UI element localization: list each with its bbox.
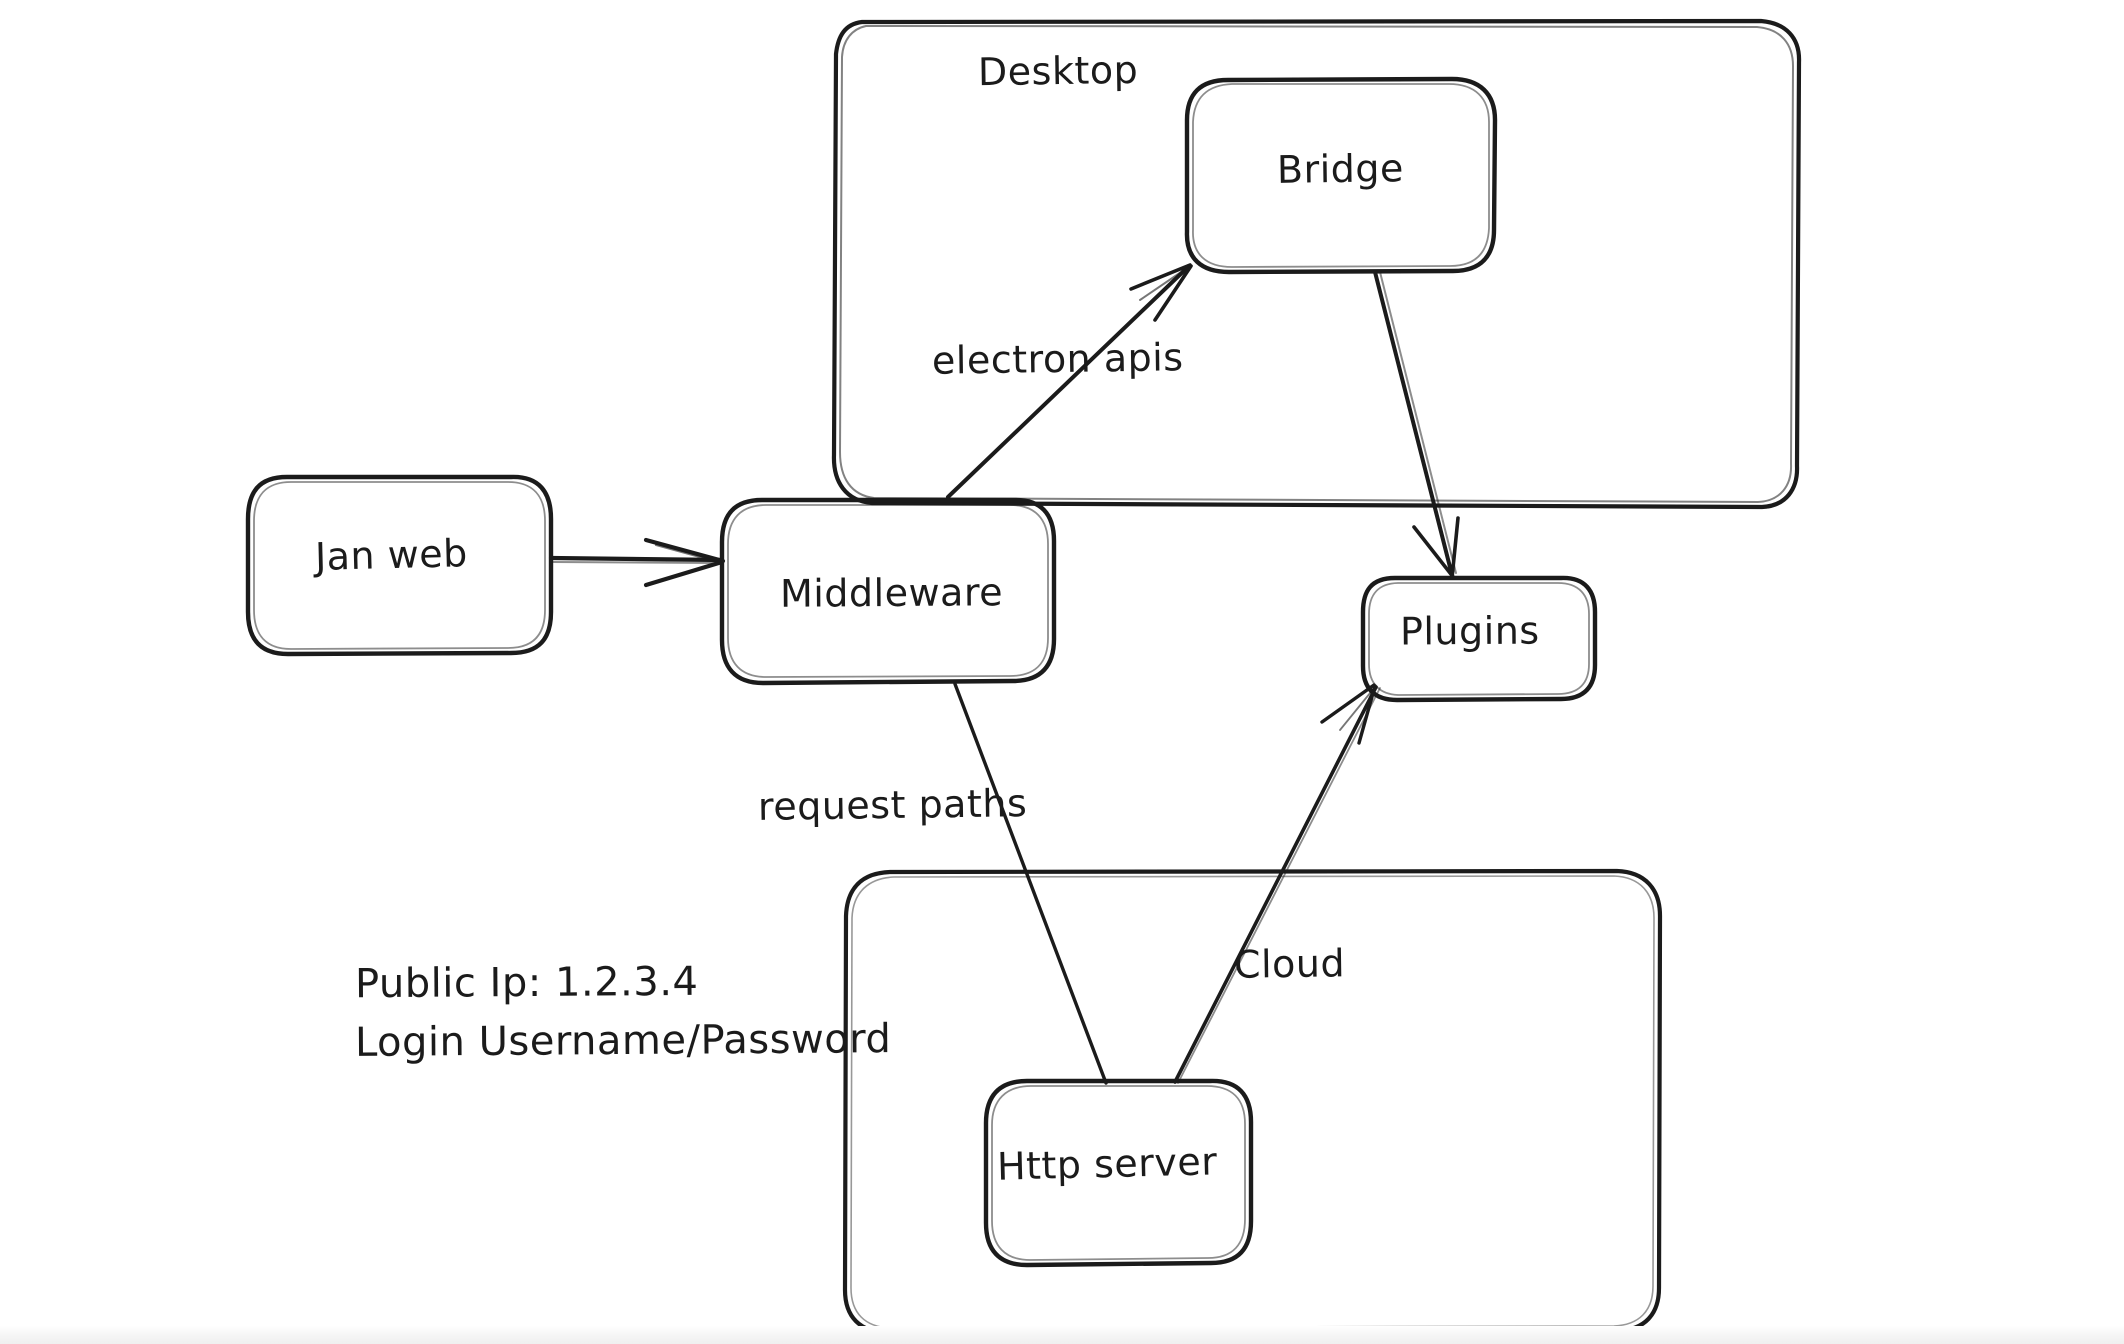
edge-label-request-paths: request paths xyxy=(757,781,1028,829)
node-jan-web-outline xyxy=(245,474,554,657)
node-label-http-server[interactable]: Http server xyxy=(996,1139,1218,1189)
edge-middleware-to-bridge xyxy=(946,263,1193,499)
node-label-middleware[interactable]: Middleware xyxy=(779,570,1004,616)
node-plugins-outline xyxy=(1360,575,1598,703)
edge-middleware-to-http-server xyxy=(953,682,1108,1085)
edge-bridge-to-plugins xyxy=(1373,270,1460,580)
node-label-plugins[interactable]: Plugins xyxy=(1399,608,1540,654)
edge-label-cloud: Cloud xyxy=(1233,941,1346,987)
node-label-jan-web[interactable]: Jan web xyxy=(314,531,469,579)
edge-janweb-to-middleware xyxy=(548,537,726,588)
node-middleware-outline xyxy=(719,497,1057,686)
note-login: Login Username/Password xyxy=(354,1016,892,1066)
node-bridge-outline xyxy=(1184,76,1498,275)
group-label-desktop: Desktop xyxy=(977,47,1139,95)
node-http-server-outline xyxy=(983,1078,1254,1268)
group-desktop-outline xyxy=(831,18,1802,510)
edge-http-server-to-plugins xyxy=(1173,683,1381,1084)
note-public-ip: Public Ip: 1.2.3.4 xyxy=(354,958,699,1008)
group-cloud-outline xyxy=(842,868,1663,1336)
node-label-bridge[interactable]: Bridge xyxy=(1276,146,1405,192)
edge-label-electron-apis: electron apis xyxy=(931,335,1184,383)
